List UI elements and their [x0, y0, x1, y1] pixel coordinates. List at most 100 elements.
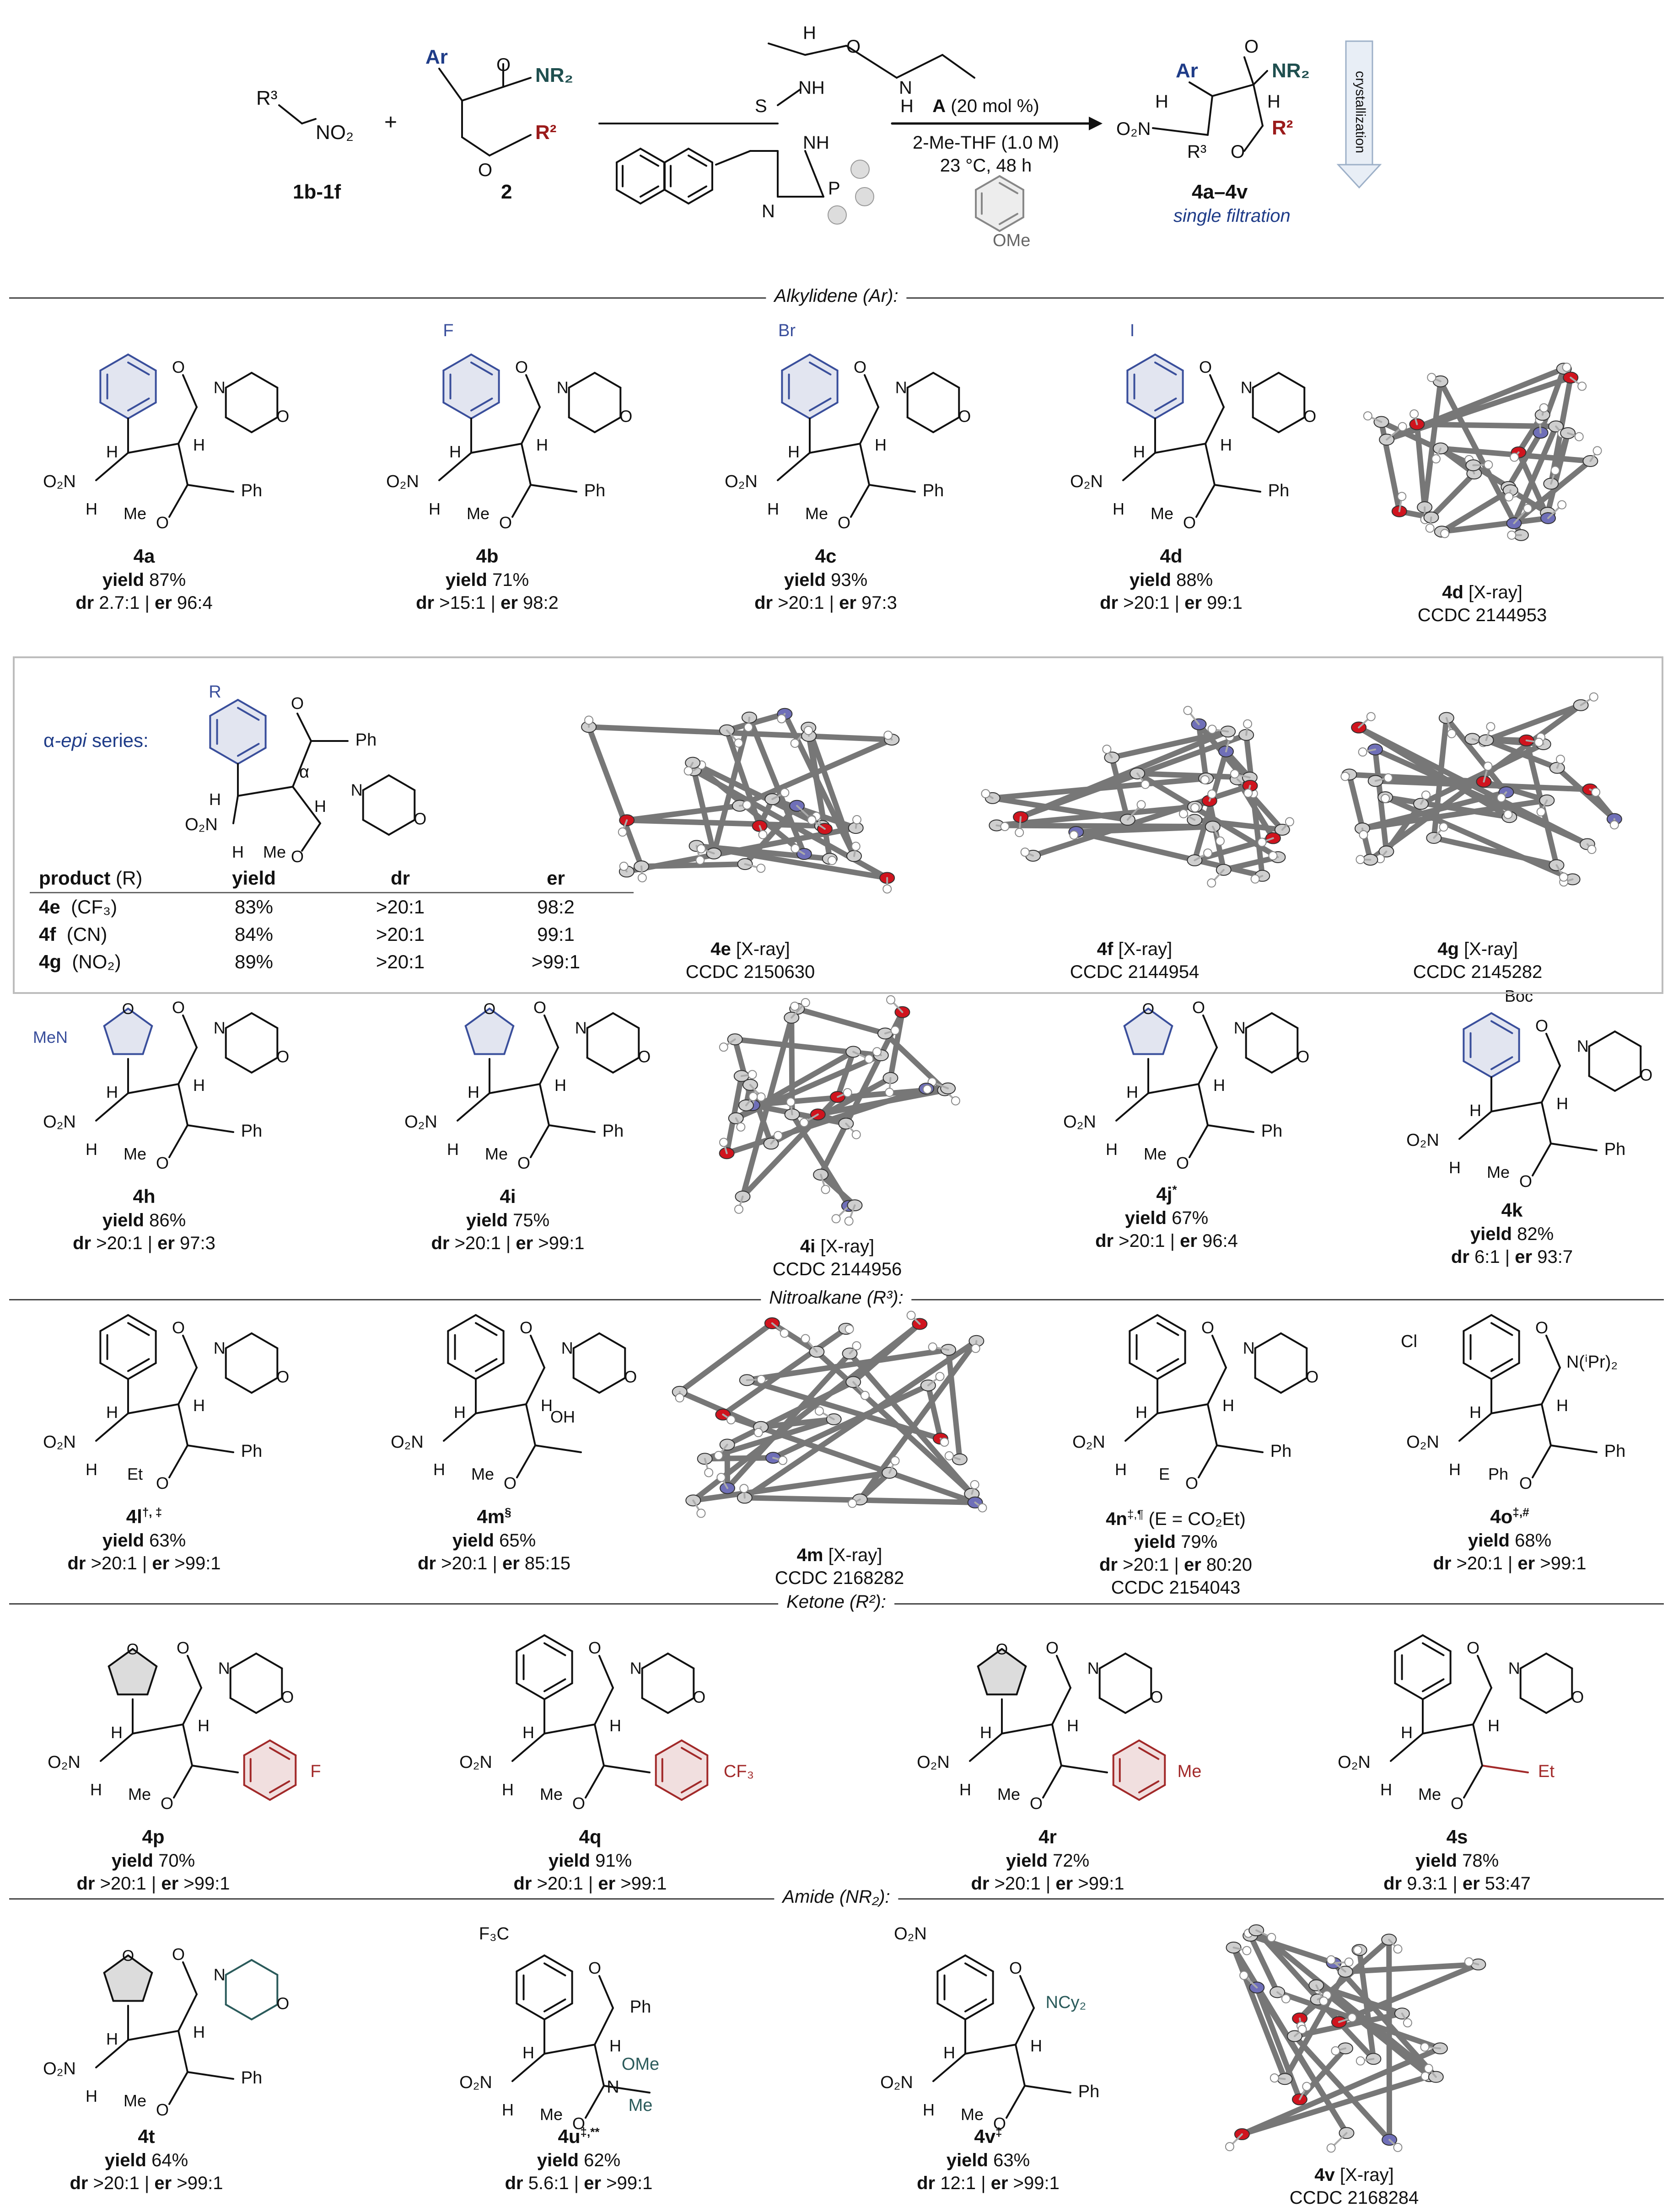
double-bond — [168, 2071, 188, 2105]
h-atom: H — [429, 499, 441, 518]
ring-highlight — [244, 1740, 296, 1800]
ring-bond — [1123, 1025, 1135, 1055]
xray-h-atom — [1230, 769, 1239, 778]
ring-bond — [612, 1057, 640, 1074]
morpholine-ring-icon: ON — [561, 1332, 637, 1394]
double-bond — [168, 1444, 188, 1478]
bond — [1550, 1143, 1598, 1151]
xray-h-atom — [675, 1393, 684, 1403]
bond — [1541, 1367, 1561, 1405]
bond — [489, 1083, 541, 1094]
ring-bond — [1278, 372, 1306, 389]
bond — [438, 452, 472, 481]
ring-bond — [1154, 354, 1184, 371]
ketone-group: Ph — [1270, 1442, 1291, 1461]
ring-bond — [516, 2003, 545, 2020]
ring-bond — [442, 354, 472, 371]
ring-double-bond — [1157, 1358, 1179, 1372]
xray-4d-icon — [1363, 362, 1602, 541]
xray-h-atom — [799, 1118, 809, 1127]
xray-bond — [1073, 824, 1216, 835]
xray-bond — [1275, 1989, 1443, 2051]
ring-bond — [1280, 1332, 1308, 1349]
bond — [594, 2007, 614, 2046]
ring-bond — [1463, 1362, 1492, 1380]
methyl-label: Me — [629, 2096, 653, 2115]
ring-double-bond — [127, 361, 150, 376]
h-atom: H — [541, 1396, 553, 1415]
ring-bond — [1162, 1025, 1173, 1055]
ketone-group: Ph — [241, 1122, 262, 1141]
crystallization-arrow-icon — [1336, 40, 1382, 189]
h-atom: H — [522, 2043, 534, 2062]
xray-h-atom — [1439, 822, 1448, 832]
bond — [1253, 70, 1268, 86]
bond — [1207, 95, 1213, 136]
xray-h-atom — [1190, 803, 1200, 812]
xray-bond — [1073, 829, 1265, 879]
carbonyl-o: O — [1030, 1794, 1043, 1813]
morpholine-o: O — [276, 1994, 289, 2013]
xray-bond — [1359, 797, 1550, 832]
h-atom: H — [193, 2023, 205, 2041]
xray-h-atom — [1356, 855, 1365, 864]
morpholine-n: N — [1087, 1659, 1099, 1678]
h-atom: H — [1469, 1101, 1481, 1120]
ring-double-bond — [1490, 1358, 1513, 1372]
xray-bond — [624, 817, 825, 829]
h-atom: H — [468, 1083, 479, 1101]
carbonyl-o: O — [291, 694, 304, 713]
amine-label: N(ⁱPr)₂ — [1566, 1353, 1618, 1372]
morpholine-ring-icon: ON — [351, 774, 426, 836]
carbonyl-o: O — [838, 513, 850, 532]
ring-bond — [99, 354, 129, 371]
ring-bond — [1545, 1653, 1573, 1670]
h-atom: H — [1488, 1716, 1500, 1735]
xray-bond — [1135, 770, 1281, 860]
xray-bond — [742, 803, 800, 867]
bond — [1207, 1367, 1227, 1405]
bond — [539, 1047, 559, 1085]
bond — [543, 1723, 596, 1734]
xray-h-atom — [791, 844, 800, 854]
morpholine-ring-icon: ON — [575, 1012, 651, 1074]
morpholine-o: O — [958, 407, 971, 426]
ring-bond — [1588, 1075, 1616, 1092]
xray-bond — [725, 1351, 853, 1491]
xray-h-atom — [1424, 2064, 1433, 2073]
xray-h-atom — [1326, 2143, 1336, 2153]
xray-h-atom — [1203, 848, 1213, 858]
xray-bond — [1346, 772, 1373, 863]
catalyst-h2: H — [900, 96, 914, 116]
xray-4i-icon — [719, 995, 960, 1226]
carbonyl-o: O — [1199, 358, 1212, 376]
bond — [534, 1444, 582, 1453]
ring-bond — [543, 1954, 573, 1972]
xray-bond — [1443, 715, 1509, 795]
morpholine-n: N — [214, 1339, 226, 1358]
xray-bond — [990, 795, 1130, 823]
xray-bond — [1196, 721, 1209, 781]
aryl-ketone-ring-icon — [655, 1740, 709, 1801]
r3-group: Me — [1151, 504, 1173, 523]
xray-h-atom — [1484, 460, 1493, 470]
ring-bond — [388, 819, 416, 836]
morpholine-ring-icon: ON — [557, 372, 632, 433]
catalyst-nh1: NH — [798, 78, 825, 98]
bond — [594, 1687, 614, 1725]
bond — [443, 1412, 477, 1442]
ring-bond — [975, 216, 1001, 232]
ring-bond — [1490, 1314, 1520, 1332]
ring-double-bond — [688, 185, 707, 198]
carbonyl-o: O — [588, 1959, 601, 1977]
ring-bond — [464, 1025, 476, 1055]
double-bond — [1202, 1015, 1218, 1048]
ring-bond — [251, 416, 279, 433]
morpholine-ring-icon: ON — [1241, 372, 1316, 433]
bond — [1124, 1412, 1158, 1442]
aryl-ring-icon — [99, 1314, 157, 1380]
double-bond — [598, 1655, 614, 1689]
